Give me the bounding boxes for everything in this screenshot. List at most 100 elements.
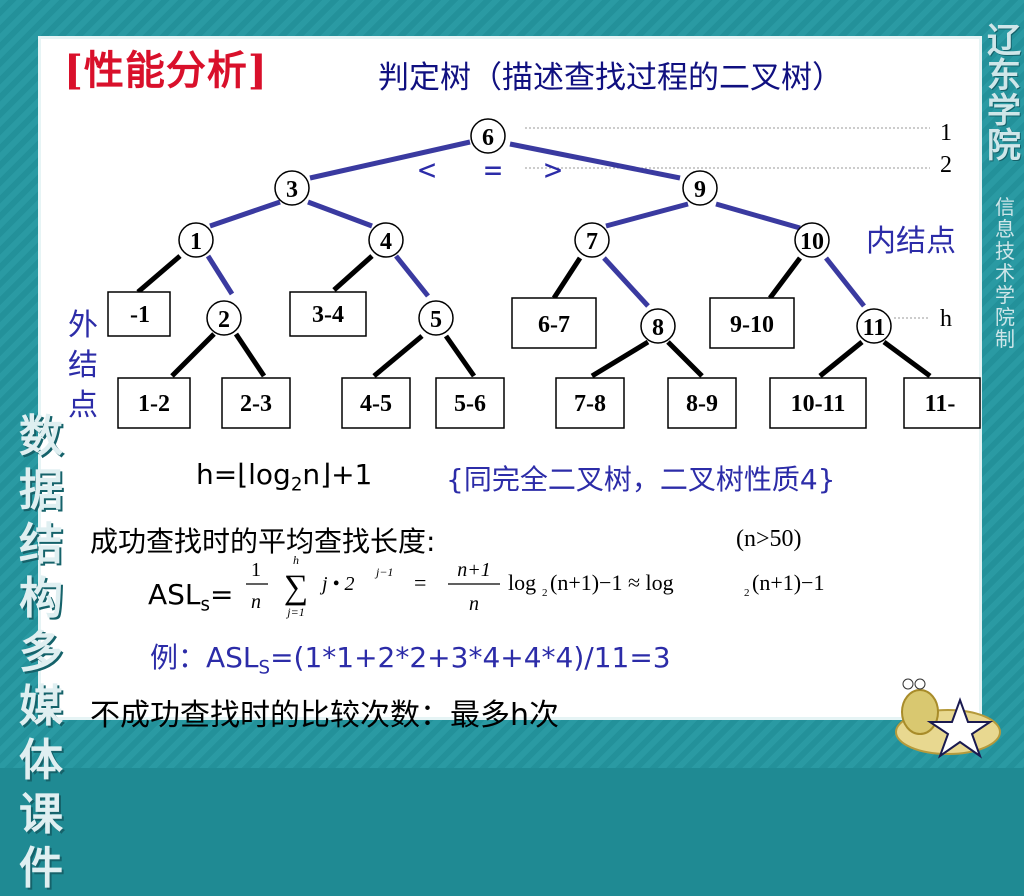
snail-decoration [895, 678, 1001, 759]
svg-text:1: 1 [251, 559, 261, 581]
internal-node-7 [574, 222, 610, 258]
external-node-7-8-label: 7-8 [574, 391, 606, 417]
edge-3-4 [307, 199, 373, 229]
external-node-8-9 [667, 377, 737, 429]
external-node-2-3-label: 2-3 [240, 391, 272, 417]
external-node-6-7 [511, 297, 597, 349]
star-icon [926, 697, 994, 759]
internal-node-1-label: 1 [190, 229, 202, 255]
svg-text:2: 2 [542, 587, 548, 599]
external-node-10-11 [769, 377, 867, 429]
external-node-9-10 [709, 297, 795, 349]
level-label-2: 2 [940, 152, 952, 178]
external-node-1-2 [117, 377, 191, 429]
college-dept-vertical: 信息技术学院制 [995, 195, 1015, 351]
sum-symbol: ∑ [284, 569, 308, 606]
less-than-marker: < [418, 153, 436, 188]
internal-node-11 [856, 308, 892, 344]
internal-node-2 [206, 300, 242, 336]
example-line: 例：ASLS=(1*1+2*2+3*4+4*4)/11=3 [150, 641, 671, 679]
svg-text:h: h [293, 553, 299, 567]
internal-node-2-label: 2 [218, 307, 230, 333]
decision-tree: 1 2 h < = > [107, 118, 1001, 759]
external-node-1-2-label: 1-2 [138, 391, 170, 417]
edge-9-7 [605, 201, 689, 229]
edge-1-2 [205, 254, 235, 296]
svg-text:j−1: j−1 [374, 565, 393, 579]
external-node-2-3 [221, 377, 291, 429]
edge-7-8 [602, 256, 650, 308]
external-node-3-4-label: 3-4 [312, 302, 344, 328]
edge-6-9 [509, 141, 681, 181]
edge-8-left [590, 339, 650, 379]
failed-search-line: 不成功查找时的比较次数：最多h次 [90, 698, 560, 733]
external-node-7-8 [555, 377, 625, 429]
edge-2-left [170, 332, 216, 378]
condition-note: (n>50) [736, 526, 802, 552]
svg-text:n: n [251, 591, 261, 613]
svg-text:(n+1)−1: (n+1)−1 [752, 570, 824, 595]
internal-node-7-label: 7 [586, 229, 598, 255]
external-node-9-10-label: 9-10 [730, 312, 774, 338]
level-label-1: 1 [940, 120, 952, 146]
svg-text:j • 2: j • 2 [319, 573, 355, 595]
external-node-11--label: 11- [925, 391, 956, 417]
internal-node-8-label: 8 [652, 315, 664, 341]
svg-text:=: = [414, 570, 426, 595]
equal-marker: = [484, 153, 502, 188]
external-node-5-6-label: 5-6 [454, 391, 486, 417]
height-formula: h=⌊log2n⌋+1 [196, 458, 373, 496]
internal-node-10-label: 10 [800, 229, 824, 255]
external-node-4-5-label: 4-5 [360, 391, 392, 417]
external-node-11- [903, 377, 981, 429]
edge-2-right [233, 332, 267, 378]
edge-3-1 [209, 199, 281, 229]
internal-node-3 [274, 170, 310, 206]
asl-label: ASLs= [148, 578, 234, 616]
external-node--1-label: -1 [130, 302, 150, 328]
height-note: {同完全二叉树，二叉树性质4} [446, 463, 836, 496]
edge-9-10 [715, 201, 801, 231]
edge-4-ext [332, 254, 374, 292]
edge-8-right [666, 340, 704, 378]
svg-text:2: 2 [744, 587, 750, 599]
internal-node-4 [368, 222, 404, 258]
external-node--1 [107, 291, 171, 337]
slide-title: [性能分析] [64, 47, 268, 94]
edge-10-11 [824, 256, 866, 308]
asl-formula: 1 n h ∑ j=1 j • 2 j−1 = n+1 n log 2 (n+1… [246, 553, 824, 619]
edge-11-right [882, 339, 932, 379]
svg-text:j=1: j=1 [285, 605, 304, 619]
external-node-3-4 [289, 291, 367, 337]
greater-than-marker: > [544, 153, 562, 188]
external-node-10-11-label: 10-11 [791, 391, 846, 417]
internal-node-11-label: 11 [863, 315, 886, 341]
internal-node-9-label: 9 [694, 177, 706, 203]
level-label-h: h [940, 306, 952, 332]
edge-4-5 [394, 254, 430, 298]
internal-node-8 [640, 308, 676, 344]
internal-node-10 [794, 222, 830, 258]
internal-node-6 [470, 118, 506, 154]
external-node-6-7-label: 6-7 [538, 312, 570, 338]
external-node-label: 外结点 [68, 308, 98, 423]
college-name-vertical: 辽东学院 [987, 21, 1021, 166]
edge-5-right [443, 334, 477, 378]
edge-11-left [818, 340, 864, 378]
edge-5-left [372, 334, 424, 378]
svg-text:n: n [469, 593, 479, 615]
external-node-8-9-label: 8-9 [686, 391, 718, 417]
success-search-line: 成功查找时的平均查找长度: [90, 525, 436, 558]
edge-7-ext [551, 256, 583, 300]
svg-text:(n+1)−1 ≈ log: (n+1)−1 ≈ log [550, 570, 674, 595]
internal-node-3-label: 3 [286, 177, 298, 203]
internal-node-1 [178, 222, 214, 258]
external-node-5-6 [435, 377, 505, 429]
internal-node-label: 内结点 [866, 224, 956, 259]
external-node-4-5 [341, 377, 411, 429]
svg-text:log: log [508, 570, 536, 595]
svg-text:n+1: n+1 [457, 559, 491, 581]
edge-1-ext [136, 254, 182, 294]
internal-node-5 [418, 300, 454, 336]
edge-6-3 [309, 139, 471, 181]
